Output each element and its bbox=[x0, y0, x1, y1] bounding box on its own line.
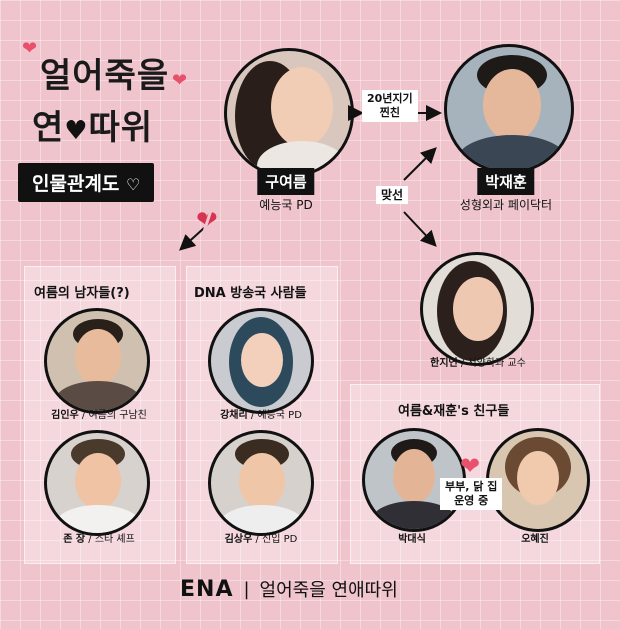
ena-logo: ENA bbox=[180, 576, 234, 602]
portrait-john-jang bbox=[44, 430, 150, 536]
name-kim-sangwoo: 김상우 bbox=[224, 534, 253, 545]
friends-label: 20년지기 찐친 bbox=[362, 90, 418, 122]
name-oh-hyejin: 오혜진 bbox=[521, 534, 549, 545]
caption-john-jang: 존 장 / 스타 셰프 bbox=[63, 530, 135, 545]
footer-divider: | bbox=[243, 578, 250, 600]
name-han-jiyeon: 한지연 bbox=[430, 358, 458, 369]
name-park-daesik: 박대식 bbox=[398, 534, 426, 545]
role-gu-yeoreum: 예능국 PD bbox=[259, 198, 313, 212]
caption-kim-inwoo: 김인우 / 여름의 구남친 bbox=[51, 406, 147, 421]
panel-title-dna: DNA 방송국 사람들 bbox=[194, 286, 307, 301]
friends-label-line1: 20년지기 bbox=[367, 92, 413, 105]
role-kim-sangwoo: / 신입 PD bbox=[252, 534, 298, 545]
friends-note-line2: 운영 중 bbox=[454, 494, 489, 507]
footer-show-title: 얼어죽을 연애따위 bbox=[259, 580, 398, 601]
caption-kim-sangwoo: 김상우 / 신입 PD bbox=[225, 530, 298, 545]
subtitle-text: 인물관계도 bbox=[32, 173, 120, 195]
role-park-jaehoon: 성형외과 페이닥터 bbox=[459, 198, 553, 212]
blind-date-label: 맞선 bbox=[376, 186, 409, 204]
portrait-kang-chaeri bbox=[208, 308, 314, 414]
portrait-kim-sangwoo bbox=[208, 430, 314, 536]
role-john-jang: / 스타 셰프 bbox=[85, 534, 135, 545]
portrait-han-jiyeon bbox=[420, 252, 534, 366]
heart-icon: ❤ bbox=[460, 452, 481, 480]
caption-han-jiyeon: 한지연 / 서양화과 교수 bbox=[430, 354, 526, 369]
portrait-kim-inwoo bbox=[44, 308, 150, 414]
title-line2: 연♥따위 bbox=[32, 100, 153, 149]
heart-icon: ❤ bbox=[22, 38, 38, 59]
footer: ENA | 얼어죽을 연애따위 bbox=[180, 576, 398, 602]
name-park-jaehoon: 박재훈 bbox=[477, 168, 535, 195]
name-kang-chaeri: 강채리 bbox=[220, 410, 248, 421]
name-john-jang: 존 장 bbox=[63, 534, 86, 545]
friends-label-line2: 찐친 bbox=[379, 106, 400, 119]
heart-icon: ❤ bbox=[172, 70, 188, 91]
name-kim-inwoo: 김인우 bbox=[51, 410, 79, 421]
heart-icon: ♥ bbox=[64, 116, 89, 146]
title-line2-b: 따위 bbox=[88, 108, 154, 148]
friends-note: 부부, 닭 집 운영 중 bbox=[440, 478, 503, 510]
title-line1: 얼어죽을 bbox=[40, 56, 170, 96]
caption-oh-hyejin: 오혜진 bbox=[521, 530, 549, 545]
portrait-gu-yeoreum bbox=[224, 48, 354, 178]
role-kang-chaeri: / 예능국 PD bbox=[247, 410, 302, 421]
friends-note-line1: 부부, 닭 집 bbox=[445, 480, 498, 493]
panel-title-summer-men: 여름의 남자들(?) bbox=[34, 286, 130, 301]
name-gu-yeoreum: 구여름 bbox=[257, 168, 315, 195]
caption-kang-chaeri: 강채리 / 예능국 PD bbox=[220, 406, 302, 421]
heart-outline-icon: ♡ bbox=[126, 175, 141, 194]
role-han-jiyeon: / 서양화과 교수 bbox=[457, 358, 526, 369]
portrait-oh-hyejin bbox=[486, 428, 590, 532]
title-line2-a: 연 bbox=[32, 108, 65, 148]
portrait-park-jaehoon bbox=[444, 44, 574, 174]
caption-park-daesik: 박대식 bbox=[398, 530, 426, 545]
subtitle-badge: 인물관계도 ♡ bbox=[18, 163, 155, 202]
role-kim-inwoo: / 여름의 구남친 bbox=[78, 410, 147, 421]
panel-title-friends: 여름&재훈's 친구들 bbox=[398, 404, 510, 419]
